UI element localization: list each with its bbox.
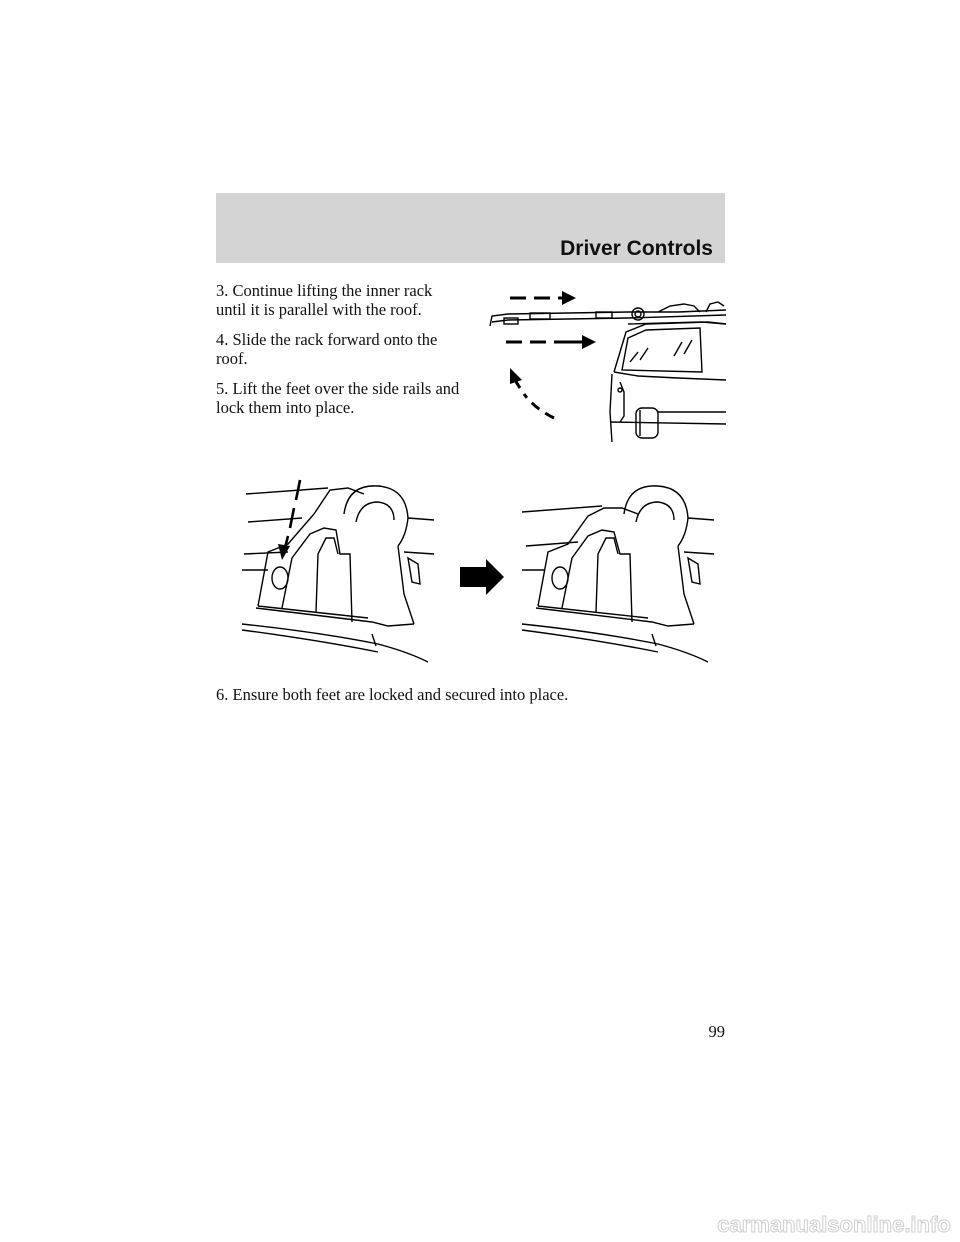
page-number: 99: [708, 1022, 726, 1041]
rack-foot-before-illustration: [238, 474, 438, 664]
step-4-text: 4. Slide the rack forward onto the roof.: [216, 330, 438, 368]
roof-rack-vehicle-illustration: [478, 282, 726, 442]
step-6-text: 6. Ensure both feet are locked and secur…: [216, 685, 569, 704]
svg-text:carmanualsonline.info: carmanualsonline.info: [717, 1212, 951, 1237]
instruction-steps: 3. Continue lifting the inner rack until…: [216, 281, 466, 428]
step-3-text: 3. Continue lifting the inner rack until…: [216, 281, 433, 319]
section-header-band: Driver Controls: [216, 193, 725, 263]
watermark-logo: carmanualsonline.info: [714, 1208, 954, 1240]
rack-foot-after-illustration: [518, 474, 718, 664]
section-title: Driver Controls: [560, 237, 713, 260]
right-arrow-icon: [460, 559, 504, 595]
step-5-text: 5. Lift the feet over the side rails and…: [216, 379, 460, 417]
